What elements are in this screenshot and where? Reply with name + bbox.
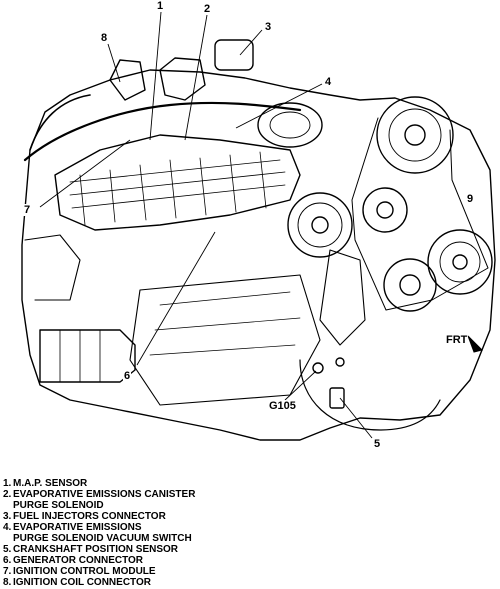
leader-2: [184, 14, 208, 141]
legend-text: GENERATOR CONNECTOR: [13, 555, 144, 566]
leader-3: [239, 29, 263, 56]
legend-text: FUEL INJECTORS CONNECTOR: [13, 511, 166, 522]
legend-item: 3. FUEL INJECTORS CONNECTOR: [3, 511, 343, 522]
leader-1: [149, 11, 162, 141]
legend-item: 7. IGNITION CONTROL MODULE: [3, 566, 343, 577]
legend-text: IGNITION COIL CONNECTOR: [13, 577, 151, 588]
legend-item: 4. EVAPORATIVE EMISSIONS PURGE SOLENOID …: [3, 522, 343, 544]
legend-text: IGNITION CONTROL MODULE: [13, 566, 156, 577]
leader-8: [107, 43, 121, 83]
component-legend: 1. M.A.P. SENSOR 2. EVAPORATIVE EMISSION…: [3, 478, 343, 588]
throttle-body: [257, 102, 323, 148]
power-steering-pulley: [427, 229, 493, 295]
legend-number: 3.: [3, 511, 12, 522]
leader-6: [136, 231, 216, 366]
legend-item: 1. M.A.P. SENSOR: [3, 478, 343, 489]
legend-text: EVAPORATIVE EMISSIONS PURGE SOLENOID VAC…: [13, 522, 192, 544]
callout-9: 9: [466, 193, 475, 205]
engine-outline: [21, 69, 496, 441]
legend-number: 5.: [3, 544, 12, 555]
legend-number: 7.: [3, 566, 12, 577]
legend-item: 2. EVAPORATIVE EMISSIONS CANISTER PURGE …: [3, 489, 343, 511]
legend-text: CRANKSHAFT POSITION SENSOR: [13, 544, 179, 555]
starter-motor: [39, 329, 136, 383]
alternator: [287, 192, 353, 258]
ground-g105-bolt: [312, 362, 324, 374]
crankshaft-pulley: [383, 258, 437, 312]
callout-5: 5: [373, 438, 382, 450]
legend-text: EVAPORATIVE EMISSIONS CANISTER PURGE SOL…: [13, 489, 196, 511]
front-arrow-icon: [467, 335, 483, 353]
legend-number: 6.: [3, 555, 12, 566]
legend-item: 5. CRANKSHAFT POSITION SENSOR: [3, 544, 343, 555]
leader-7: [39, 139, 131, 208]
callout-3: 3: [264, 21, 273, 33]
engine-illustration: [21, 11, 496, 441]
front-label: FRT: [445, 334, 469, 346]
legend-item: 8. IGNITION COIL CONNECTOR: [3, 577, 343, 588]
serpentine-belt: [351, 117, 489, 311]
callout-4: 4: [324, 76, 333, 88]
callout-1: 1: [156, 0, 165, 12]
legend-number: 1.: [3, 478, 12, 489]
legend-text: M.A.P. SENSOR: [13, 478, 88, 489]
legend-number: 4.: [3, 522, 12, 533]
callout-7: 7: [23, 204, 32, 216]
callout-2: 2: [203, 3, 212, 15]
leader-5: [339, 397, 373, 439]
wiring-harness: [23, 101, 302, 162]
ac-compressor-pulley: [376, 96, 454, 174]
legend-number: 2.: [3, 489, 12, 500]
legend-number: 8.: [3, 577, 12, 588]
callout-6: 6: [123, 370, 132, 382]
leader-4: [235, 83, 323, 129]
legend-item: 6. GENERATOR CONNECTOR: [3, 555, 343, 566]
leader-g105: [284, 370, 317, 401]
ground-g105-label: G105: [268, 400, 297, 412]
canister-purge-solenoid-shape: [214, 39, 254, 71]
callout-8: 8: [100, 32, 109, 44]
idler-pulley: [362, 187, 408, 233]
